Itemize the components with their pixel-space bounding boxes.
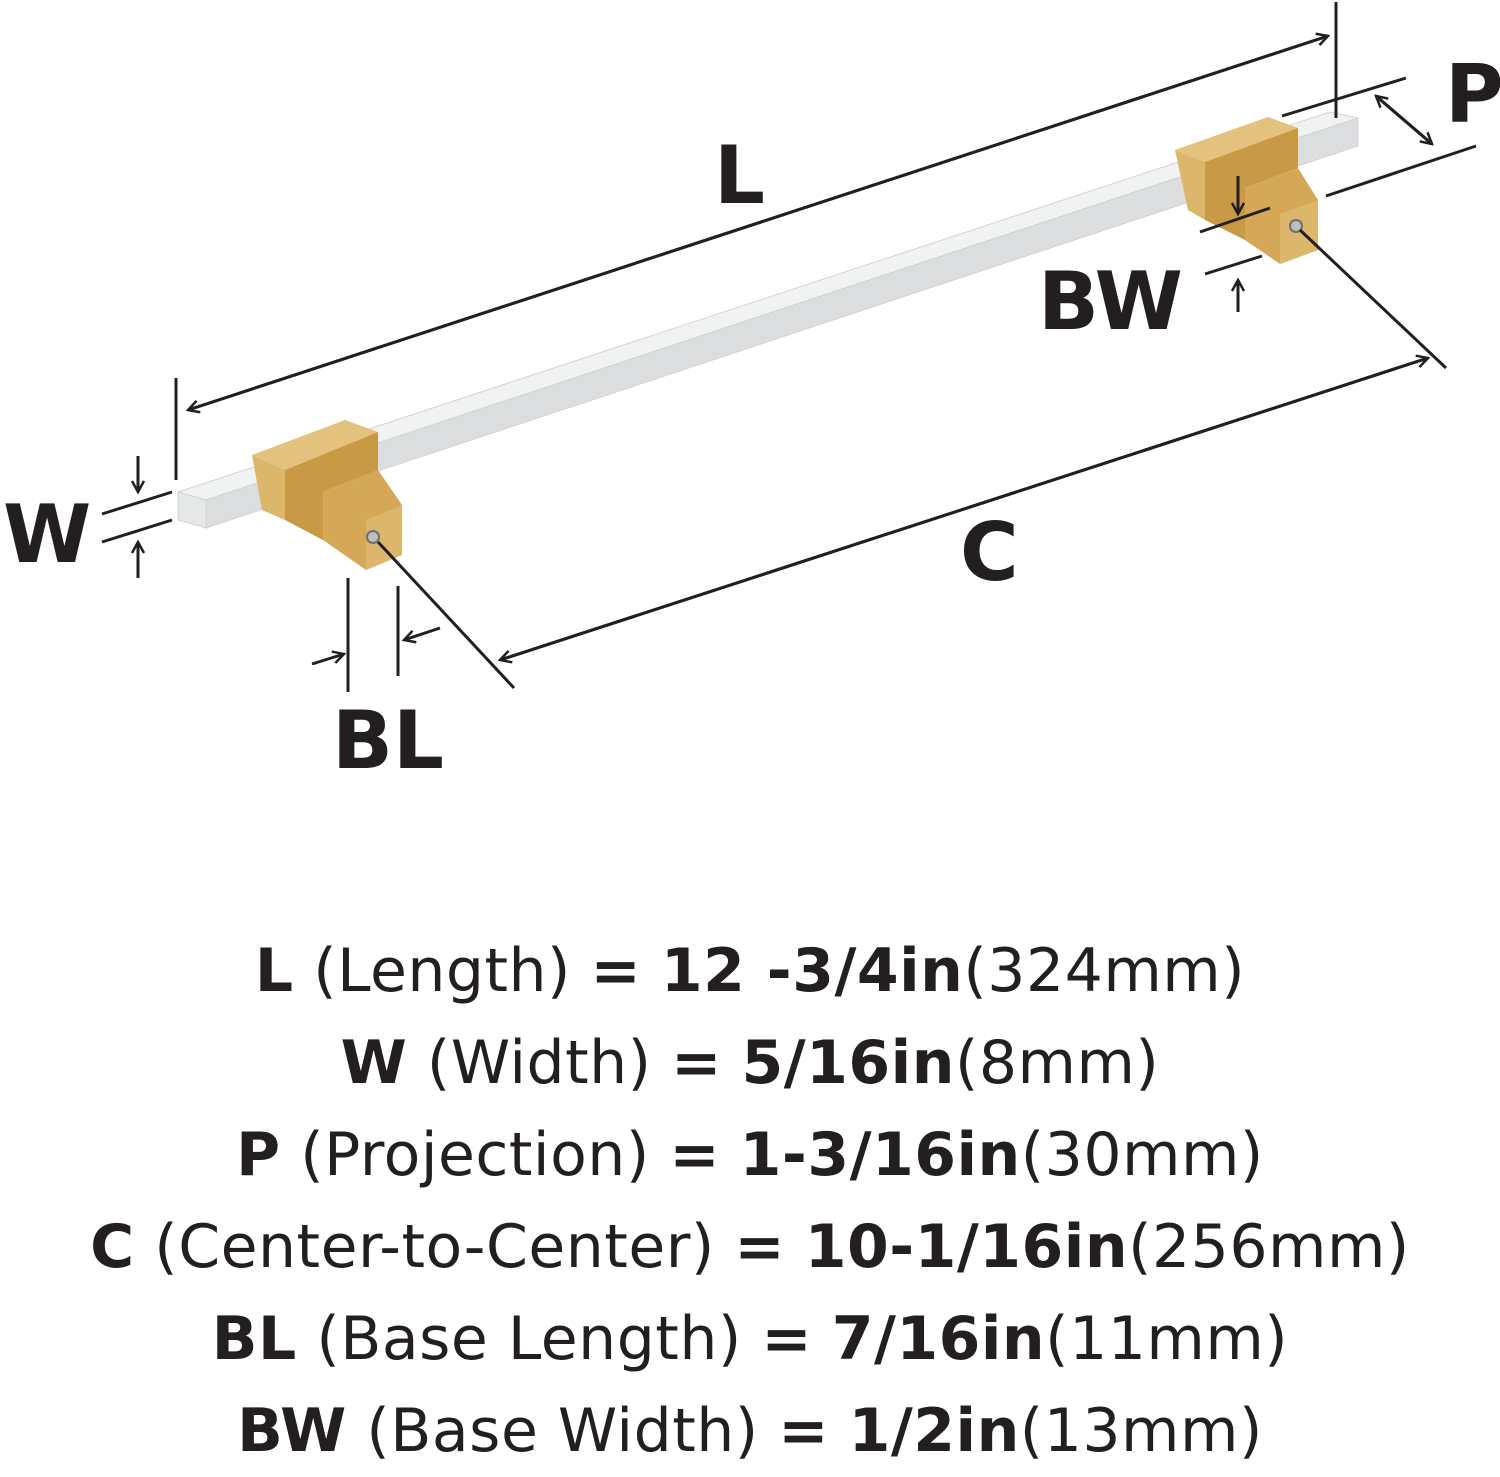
center-dimension (376, 228, 1448, 690)
spec-metric: (8mm) (954, 1028, 1160, 1098)
dimension-diagram: L P BW C W BL (3, 2, 1500, 787)
spec-key: BW (237, 1396, 347, 1466)
spec-name: (Length) (313, 936, 571, 1006)
spec-base-length: BL (Base Length) = 7/16in(11mm) (0, 1293, 1500, 1385)
spec-imperial: 10-1/16in (804, 1212, 1129, 1282)
label-bw: BW (1038, 255, 1183, 348)
spec-metric: (11mm) (1045, 1304, 1289, 1374)
label-p: P (1445, 48, 1500, 141)
spec-metric: (256mm) (1128, 1212, 1410, 1282)
base-length-dimension (311, 578, 441, 692)
base-width-dimension (1199, 176, 1271, 312)
spec-base-width: BW (Base Width) = 1/2in(13mm) (0, 1385, 1500, 1477)
spec-equals: = (671, 1028, 722, 1098)
spec-equals: = (778, 1396, 830, 1466)
spec-metric: (13mm) (1019, 1396, 1263, 1466)
right-post (1175, 117, 1318, 264)
spec-imperial: 7/16in (831, 1304, 1046, 1374)
spec-imperial: 12 -3/4in (660, 936, 964, 1006)
spec-imperial: 1-3/16in (739, 1120, 1021, 1190)
handle-bar (176, 111, 1360, 529)
spec-name: (Center-to-Center) (154, 1212, 715, 1282)
spec-imperial: 1/2in (848, 1396, 1020, 1466)
spec-equals: = (761, 1304, 813, 1374)
spec-equals: = (590, 936, 642, 1006)
spec-name: (Base Width) (366, 1396, 759, 1466)
label-c: C (960, 506, 1019, 599)
spec-key: C (90, 1212, 135, 1282)
label-l: L (714, 129, 765, 222)
spec-list: L (Length) = 12 -3/4in(324mm) W (Width) … (0, 925, 1500, 1477)
spec-key: BL (211, 1304, 297, 1374)
spec-center-to-center: C (Center-to-Center) = 10-1/16in(256mm) (0, 1201, 1500, 1293)
spec-metric: (30mm) (1020, 1120, 1264, 1190)
label-bl: BL (332, 694, 444, 787)
spec-equals: = (734, 1212, 786, 1282)
spec-name: (Projection) (300, 1120, 650, 1190)
spec-key: L (254, 936, 294, 1006)
label-w: W (3, 488, 91, 581)
spec-length: L (Length) = 12 -3/4in(324mm) (0, 925, 1500, 1017)
spec-equals: = (669, 1120, 721, 1190)
spec-imperial: 5/16in (741, 1028, 955, 1098)
length-dimension (174, 2, 1338, 480)
spec-projection: P (Projection) = 1-3/16in(30mm) (0, 1109, 1500, 1201)
spec-name: (Width) (426, 1028, 652, 1098)
width-dimension (101, 456, 173, 578)
spec-key: P (236, 1120, 281, 1190)
spec-key: W (340, 1028, 408, 1098)
spec-metric: (324mm) (963, 936, 1246, 1006)
projection-dimension (1281, 76, 1477, 198)
spec-name: (Base Length) (316, 1304, 742, 1374)
spec-width: W (Width) = 5/16in(8mm) (0, 1017, 1500, 1109)
